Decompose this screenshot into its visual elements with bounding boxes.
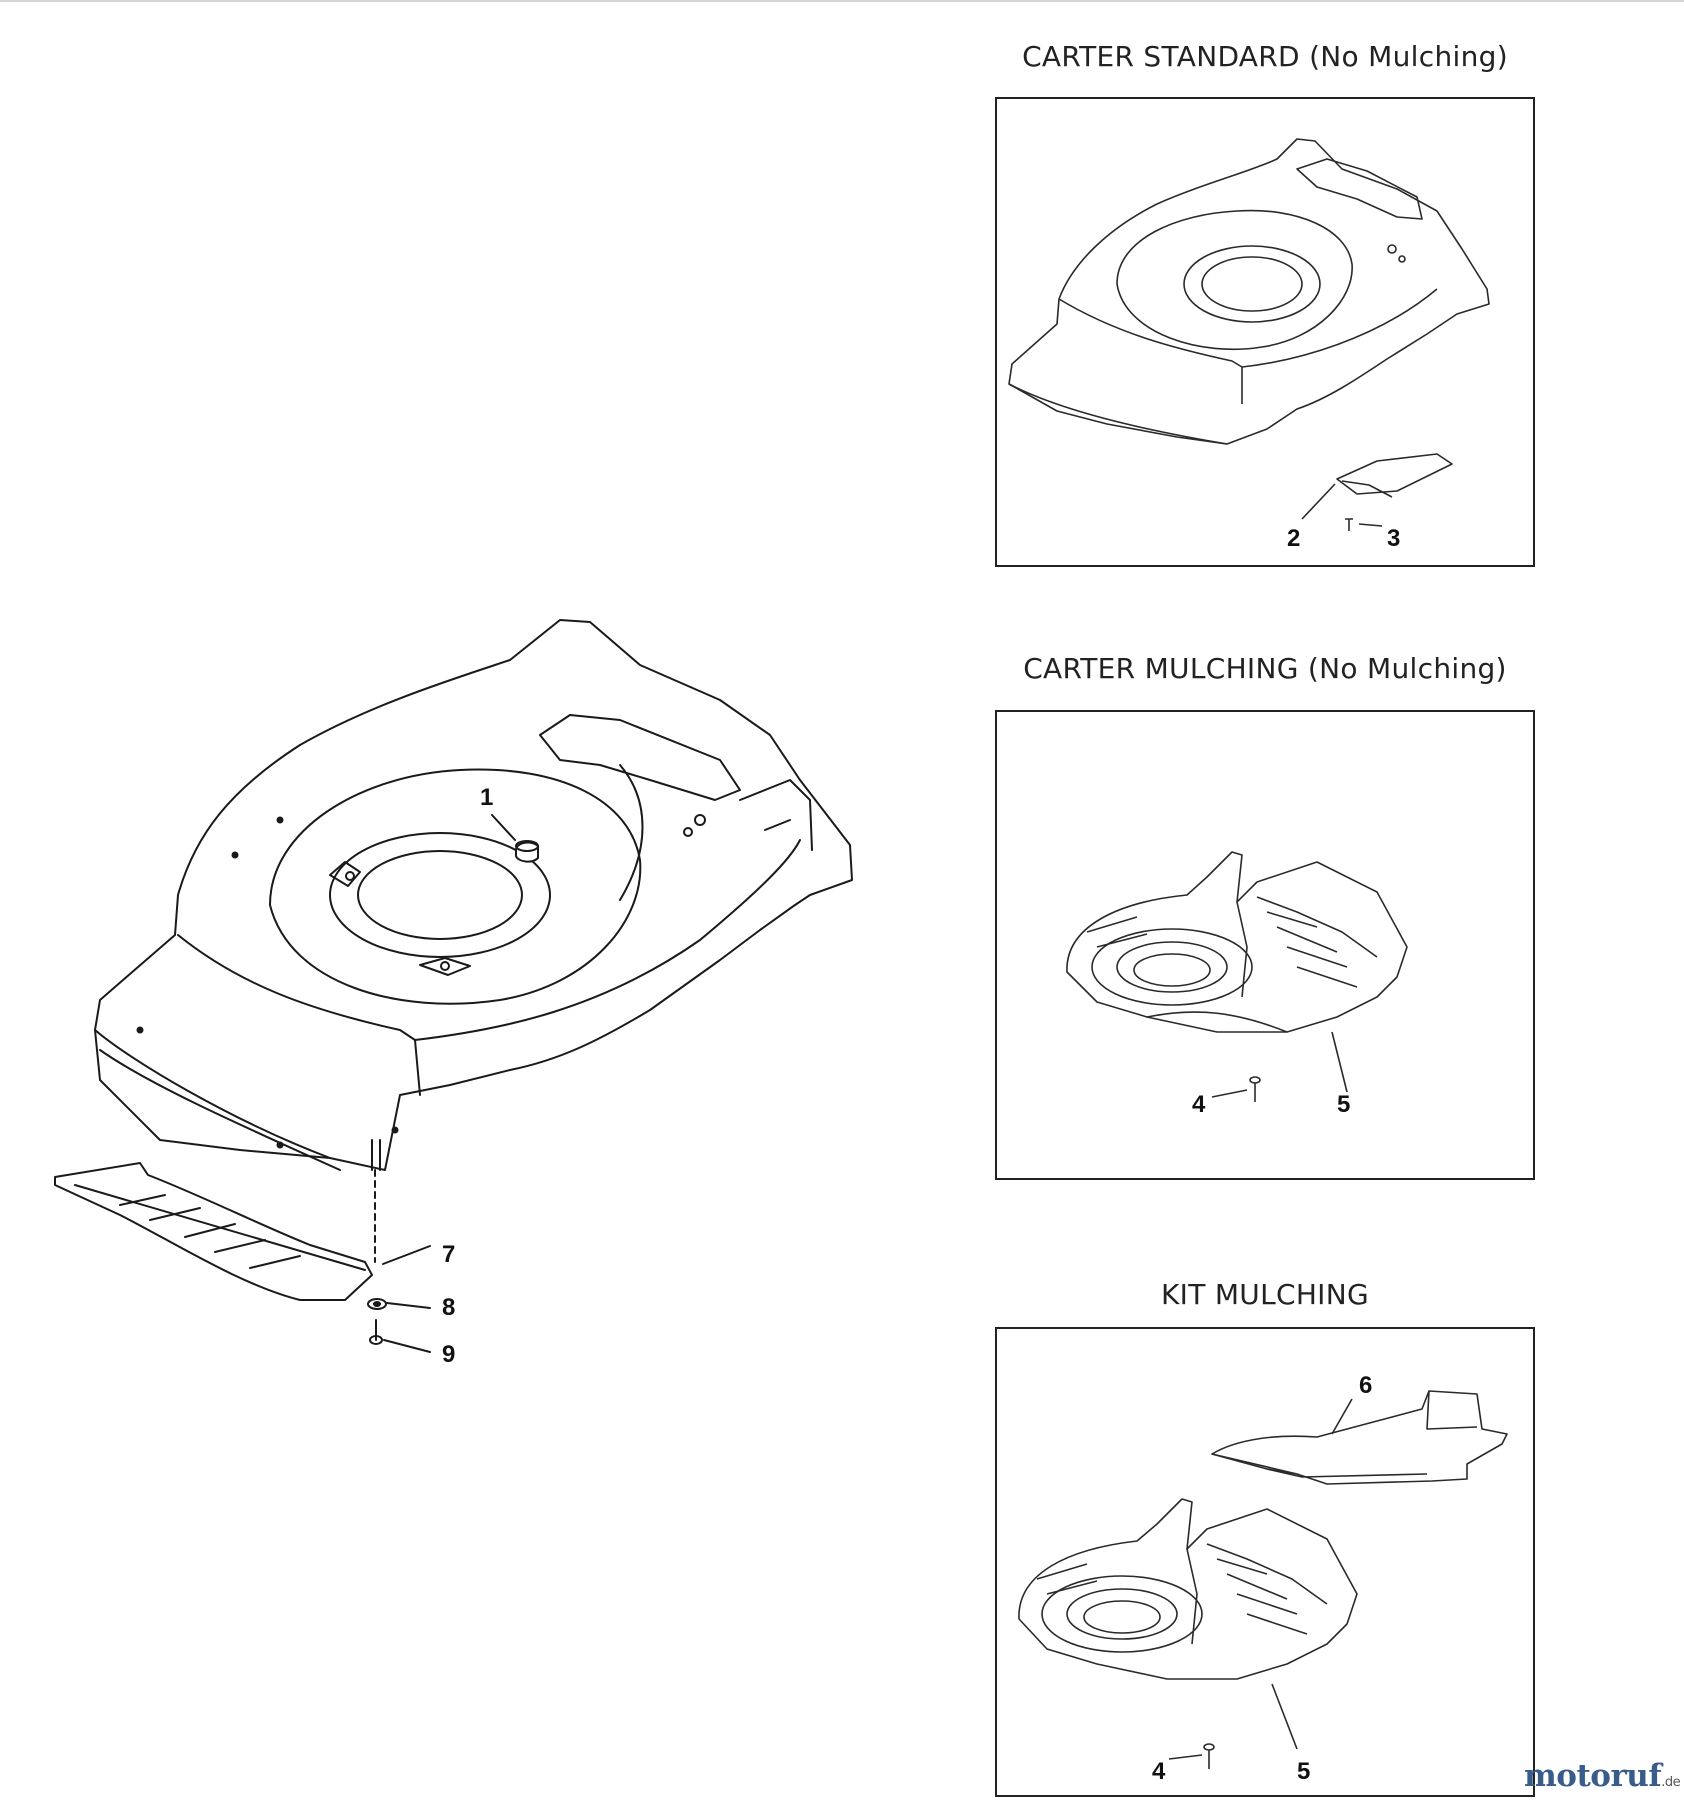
callout-8: 8 (442, 1294, 455, 1321)
callout-6: 6 (1359, 1372, 1372, 1399)
callout-3: 3 (1387, 525, 1400, 552)
callout-5: 5 (1337, 1091, 1350, 1118)
section-title-kit-mulching: KIT MULCHING (1161, 1278, 1369, 1311)
screw-part-4b (1203, 1743, 1215, 1769)
screw-part-4 (1249, 1076, 1261, 1102)
panel-carter-mulching: 4 5 (995, 710, 1535, 1180)
brand-name: motoruf (1524, 1758, 1662, 1794)
callout-7: 7 (442, 1241, 455, 1268)
panel-carter-standard: 2 3 (995, 97, 1535, 567)
brand-tld: .de (1661, 1775, 1681, 1790)
callout-4b: 4 (1152, 1758, 1166, 1785)
deck-housing-standard (1008, 138, 1490, 445)
callout-1: 1 (480, 784, 493, 811)
section-title-carter-standard: CARTER STANDARD (No Mulching) (1022, 40, 1508, 73)
callout-9: 9 (442, 1341, 455, 1368)
section-title-carter-mulching: CARTER MULCHING (No Mulching) (1023, 652, 1507, 685)
callout-4: 4 (1192, 1091, 1206, 1118)
main-deck-diagram: 1 7 8 9 (54, 619, 853, 1368)
knob-part-1 (515, 841, 539, 863)
motor-mount-ring (329, 832, 551, 958)
callout-5b: 5 (1297, 1758, 1310, 1785)
deflector-plate-part-7 (54, 1162, 373, 1301)
chute-part-6 (1211, 1390, 1508, 1485)
callout-2: 2 (1287, 525, 1300, 552)
screw-part-9 (369, 1319, 383, 1345)
flap-part-2 (1336, 453, 1453, 495)
mulching-plug-part-5 (1066, 851, 1408, 1033)
top-divider (0, 0, 1684, 2)
screw-part-3 (1345, 518, 1353, 531)
brand-logo: motoruf.de (1524, 1758, 1681, 1794)
panel-kit-mulching: 6 4 5 (995, 1327, 1535, 1797)
mulching-plug-part-5b (1018, 1498, 1358, 1680)
